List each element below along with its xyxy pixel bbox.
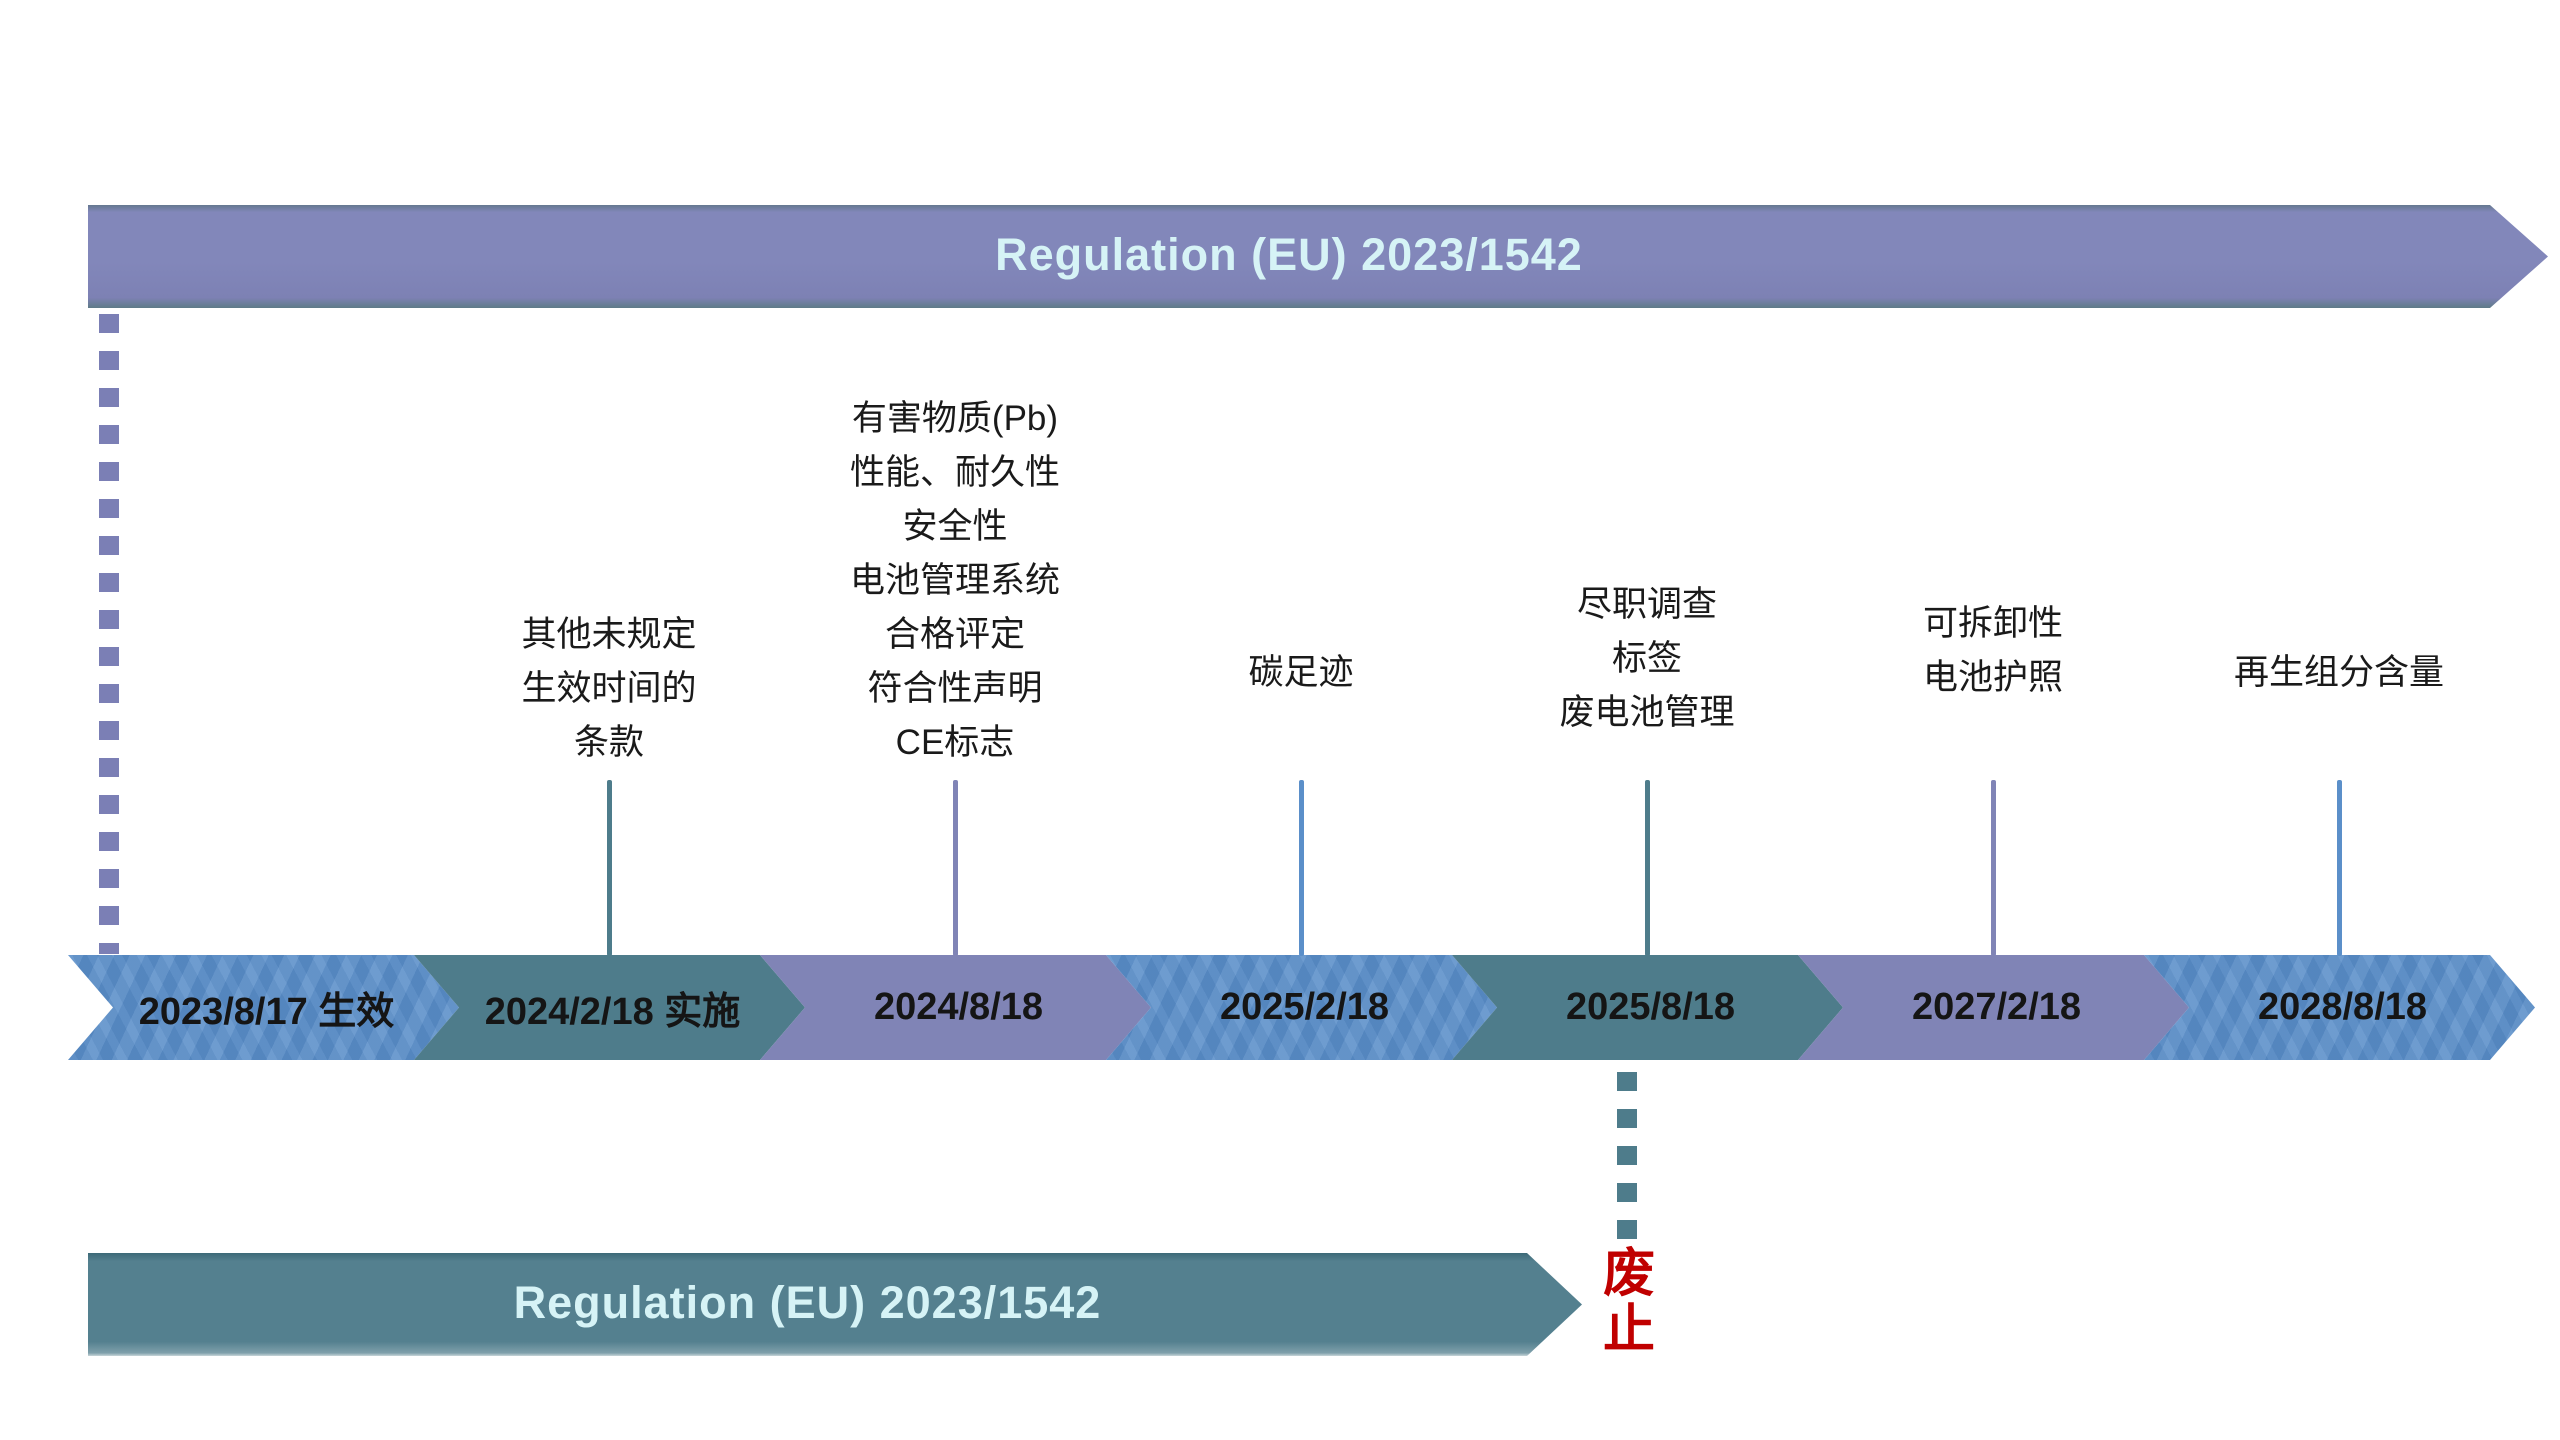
milestone-stem (1645, 780, 1650, 956)
timeline-chevron-6: 2028/8/18 (2144, 955, 2535, 1060)
milestone-label: 有害物质(Pb) 性能、耐久性 安全性 电池管理系统 合格评定 符合性声明 CE… (849, 399, 1061, 762)
timeline-chevron-4: 2025/8/18 (1452, 955, 1843, 1060)
milestone-date: 2025/8/18 (1565, 986, 1736, 1028)
timeline-chevron-5: 2027/2/18 (1798, 955, 2189, 1060)
milestone-stem (2337, 780, 2342, 956)
milestone-date: 2024/8/18 (873, 986, 1044, 1028)
milestone-date: 2024/2/18 实施 (484, 991, 741, 1033)
milestone-label: 再生组分含量 (2233, 653, 2445, 692)
bottom-regulation-banner-label: Regulation (EU) 2023/1542 (513, 1276, 1102, 1328)
milestone-stem (953, 780, 958, 956)
milestone-date: 2023/8/17 生效 (138, 991, 395, 1033)
entry-into-force-dotted-connector (99, 314, 119, 954)
milestone-label: 尽职调查 标签 废电池管理 (1559, 585, 1735, 732)
repeal-label: 废止 (1602, 1245, 1655, 1359)
milestone-label: 碳足迹 (1248, 653, 1354, 692)
milestone-date: 2028/8/18 (2257, 986, 2428, 1028)
repeal-dotted-connector (1617, 1072, 1637, 1242)
milestone-label: 可拆卸性 电池护照 (1922, 604, 2064, 697)
top-regulation-banner: Regulation (EU) 2023/1542 (88, 205, 2548, 308)
milestone-stem (607, 780, 612, 956)
milestone-stem (1299, 780, 1304, 956)
milestone-stem (1991, 780, 1996, 956)
milestone-date: 2027/2/18 (1911, 986, 2082, 1028)
milestone-label: 其他未规定 生效时间的 条款 (521, 615, 697, 762)
milestone-date: 2025/2/18 (1219, 986, 1390, 1028)
bottom-regulation-banner: Regulation (EU) 2023/1542 (88, 1253, 1582, 1356)
timeline-chevron-3: 2025/2/18 (1106, 955, 1497, 1060)
timeline-chevron-2: 2024/8/18 (760, 955, 1151, 1060)
top-regulation-banner-label: Regulation (EU) 2023/1542 (995, 228, 1583, 280)
timeline-chevron-0: 2023/8/17 生效 (68, 955, 459, 1060)
timeline-chevron-1: 2024/2/18 实施 (414, 955, 805, 1060)
